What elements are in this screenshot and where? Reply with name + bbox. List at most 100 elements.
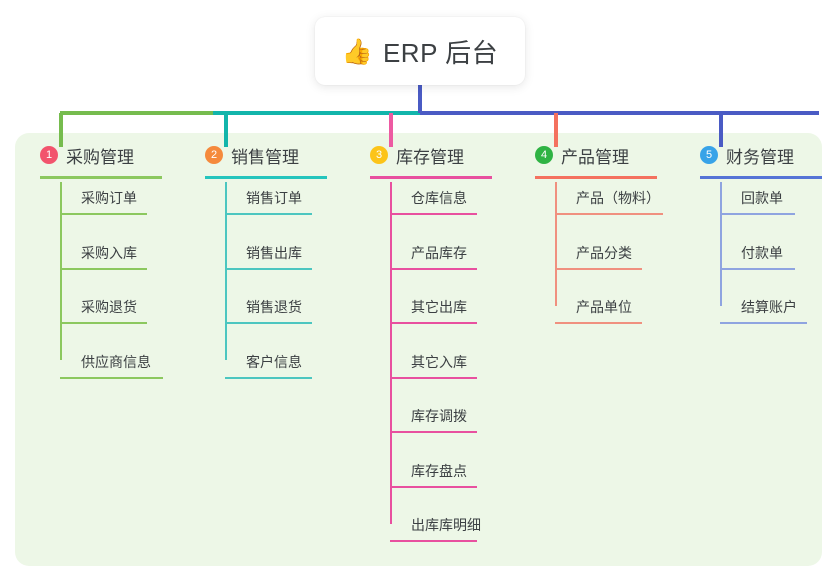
column-header-1[interactable]: 1 采购管理 — [25, 142, 162, 168]
column-title-label: 采购管理 — [66, 147, 134, 167]
list-item[interactable]: 结算账户 — [720, 297, 807, 324]
list-item[interactable]: 采购入库 — [60, 243, 147, 270]
column-badge-5: 5 — [700, 146, 718, 164]
list-item[interactable]: 回款单 — [720, 188, 795, 215]
list-item-label: 出库库明细 — [411, 517, 481, 533]
list-item-label: 仓库信息 — [411, 190, 467, 206]
thumbs-up-icon: 👍 — [341, 37, 373, 66]
list-item-rule — [390, 267, 477, 270]
connector-drop-1 — [59, 113, 63, 147]
column-header-3[interactable]: 3 库存管理 — [355, 142, 492, 168]
list-item-rule — [225, 376, 312, 379]
column-title-label: 库存管理 — [396, 147, 464, 167]
list-item-rule — [720, 267, 795, 270]
list-item[interactable]: 其它入库 — [390, 352, 477, 379]
list-item-rule — [555, 267, 642, 270]
column-header-4[interactable]: 4 产品管理 — [520, 142, 657, 168]
list-item-label: 销售出库 — [246, 244, 302, 261]
root-node-title: ERP 后台 — [382, 37, 499, 68]
list-item-label: 采购退货 — [81, 299, 137, 315]
column-rule-3 — [370, 176, 492, 179]
list-item[interactable]: 付款单 — [720, 243, 795, 270]
column-rule-4 — [535, 176, 657, 179]
list-item[interactable]: 产品分类 — [555, 243, 642, 270]
list-item-label: 产品单位 — [576, 299, 632, 315]
list-item-label: 付款单 — [741, 244, 783, 261]
list-item[interactable]: 库存盘点 — [390, 461, 477, 488]
list-item-rule — [60, 213, 147, 215]
list-item[interactable]: 产品单位 — [555, 297, 642, 324]
list-item[interactable]: 产品库存 — [390, 243, 477, 270]
list-item[interactable]: 采购订单 — [60, 188, 147, 215]
connector-drop-4 — [554, 113, 558, 147]
list-item-label: 产品（物料） — [576, 190, 660, 206]
column-采购管理: 1 采购管理采购订单采购入库采购退货供应商信息 — [25, 142, 163, 379]
list-item-rule — [60, 267, 147, 270]
list-item-label: 其它出库 — [411, 299, 467, 315]
connector-bus-green — [60, 111, 213, 115]
list-item-rule — [390, 431, 477, 433]
list-item-rule — [390, 322, 477, 324]
list-item-rule — [60, 322, 147, 324]
list-item-label: 库存调拨 — [411, 408, 467, 424]
column-库存管理: 3 库存管理仓库信息产品库存其它出库其它入库库存调拨库存盘点出库库明细 — [355, 142, 492, 542]
root-node-erp-backend[interactable]: 👍 ERP 后台 — [315, 17, 525, 85]
column-rule-5 — [700, 176, 822, 179]
column-title-label: 财务管理 — [726, 147, 794, 167]
list-item[interactable]: 采购退货 — [60, 297, 147, 324]
column-badge-1: 1 — [40, 146, 58, 164]
list-item-rule — [390, 376, 477, 379]
connector-bus-indigo — [420, 111, 819, 115]
list-item-rule — [720, 213, 795, 215]
list-item-label: 供应商信息 — [81, 353, 151, 370]
list-item[interactable]: 销售退货 — [225, 297, 312, 324]
list-item-label: 结算账户 — [741, 299, 797, 315]
list-item[interactable]: 产品（物料） — [555, 188, 663, 215]
column-spine-2 — [225, 182, 227, 360]
list-item-label: 产品分类 — [576, 244, 632, 261]
list-item[interactable]: 出库库明细 — [390, 515, 481, 542]
column-spine-4 — [555, 182, 557, 306]
list-item-label: 销售订单 — [246, 190, 302, 206]
list-item[interactable]: 供应商信息 — [60, 352, 163, 379]
list-item-label: 产品库存 — [411, 244, 467, 261]
column-header-5[interactable]: 5 财务管理 — [685, 142, 822, 168]
column-spine-5 — [720, 182, 722, 306]
column-rule-1 — [40, 176, 162, 179]
list-item[interactable]: 销售订单 — [225, 188, 312, 215]
connector-drop-3 — [389, 113, 393, 147]
list-item-rule — [555, 322, 642, 324]
list-item[interactable]: 销售出库 — [225, 243, 312, 270]
column-title-label: 销售管理 — [231, 147, 299, 167]
column-title-label: 产品管理 — [561, 147, 629, 167]
list-item-rule — [720, 322, 807, 324]
list-item-rule — [390, 485, 477, 488]
list-item-label: 采购订单 — [81, 190, 137, 206]
connector-drop-5 — [719, 113, 723, 147]
list-item-label: 采购入库 — [81, 244, 137, 261]
list-item-label: 客户信息 — [246, 353, 302, 370]
column-spine-1 — [60, 182, 62, 360]
list-item-rule — [225, 267, 312, 270]
column-销售管理: 2 销售管理销售订单销售出库销售退货客户信息 — [190, 142, 327, 379]
list-item-label: 库存盘点 — [411, 462, 467, 479]
connector-drop-2 — [224, 113, 228, 147]
list-item[interactable]: 客户信息 — [225, 352, 312, 379]
column-header-2[interactable]: 2 销售管理 — [190, 142, 327, 168]
column-badge-3: 3 — [370, 146, 388, 164]
list-item[interactable]: 仓库信息 — [390, 188, 477, 215]
column-财务管理: 5 财务管理回款单付款单结算账户 — [685, 142, 822, 324]
diagram-panel — [15, 133, 822, 566]
column-badge-4: 4 — [535, 146, 553, 164]
column-spine-3 — [390, 182, 392, 524]
list-item-rule — [390, 213, 477, 215]
list-item-rule — [225, 322, 312, 324]
list-item-label: 回款单 — [741, 190, 783, 206]
column-rule-2 — [205, 176, 327, 179]
list-item[interactable]: 库存调拨 — [390, 406, 477, 433]
column-badge-2: 2 — [205, 146, 223, 164]
list-item[interactable]: 其它出库 — [390, 297, 477, 324]
column-产品管理: 4 产品管理产品（物料） 产品分类产品单位 — [520, 142, 663, 324]
connector-root-stem — [418, 85, 422, 113]
connector-bus-teal — [213, 111, 420, 115]
